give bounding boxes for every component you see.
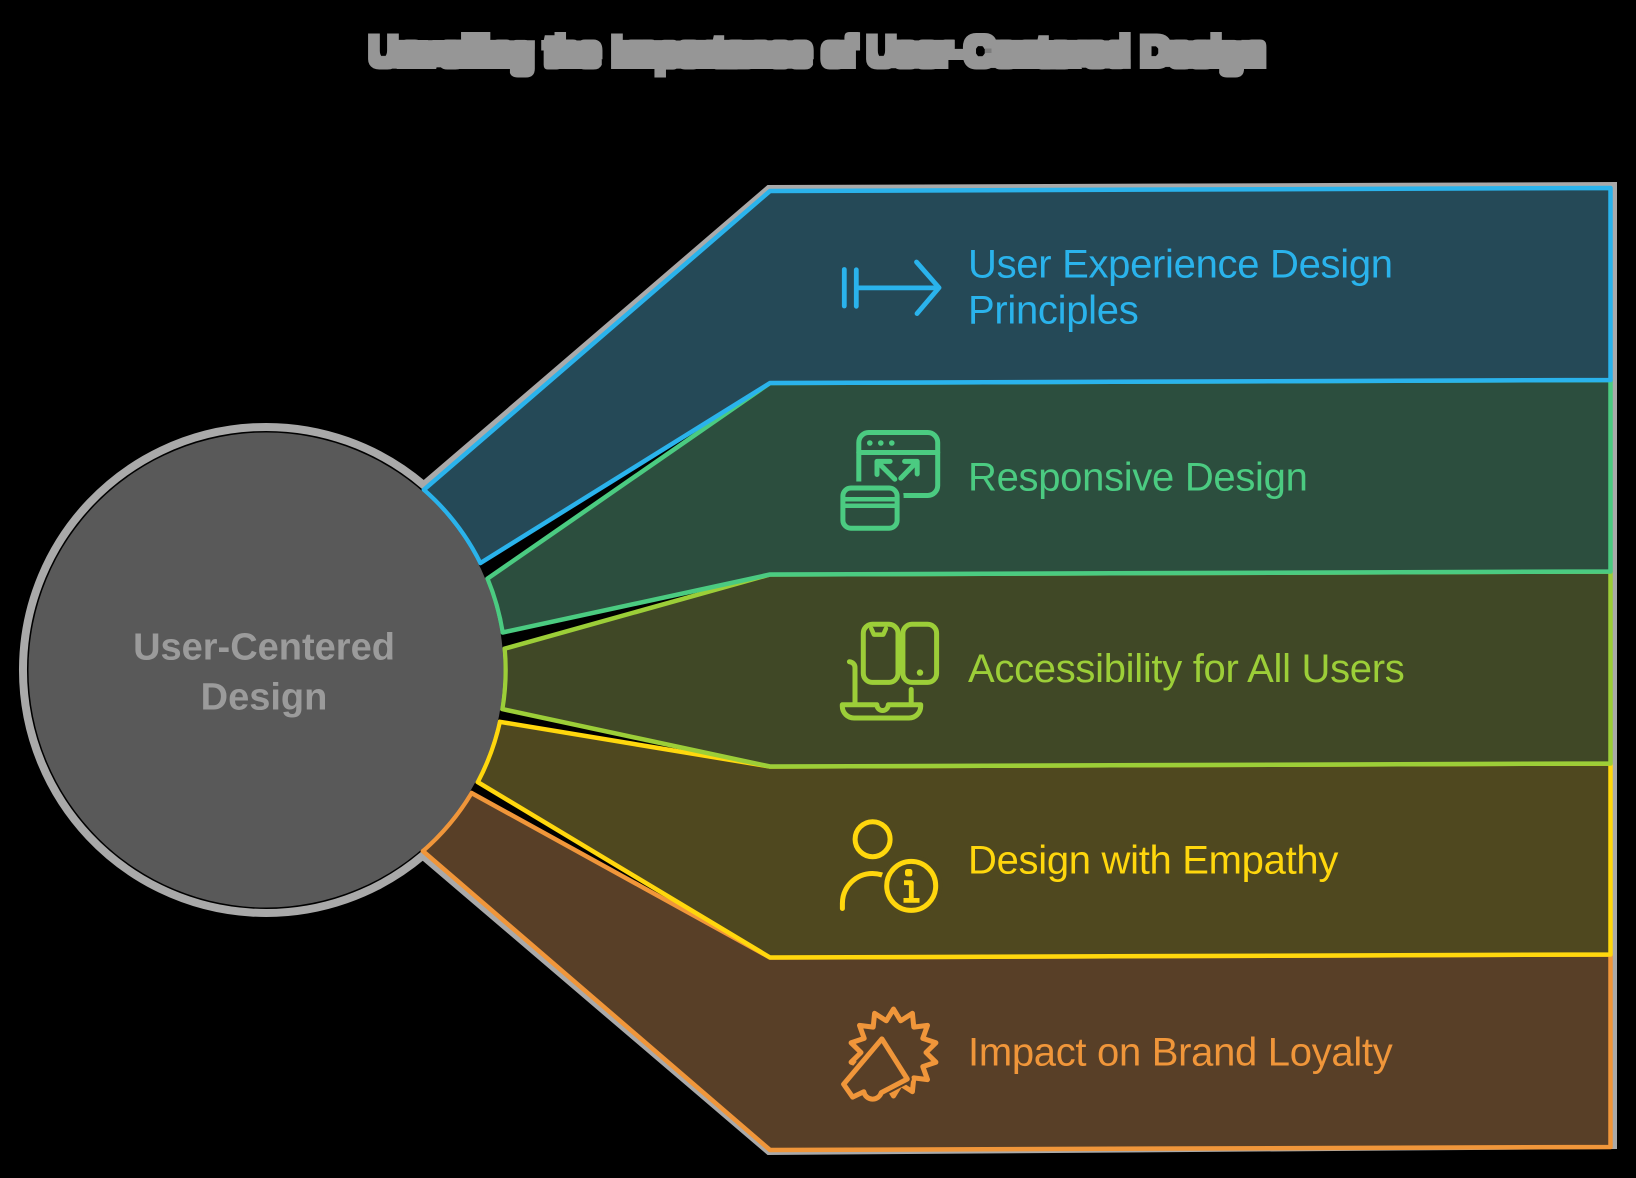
center-label: Design <box>201 677 328 719</box>
card-stripe <box>842 497 898 509</box>
laptop-tray <box>839 702 924 721</box>
tablet-button-dot <box>916 669 924 676</box>
branch-label: Accessibility for All Users <box>968 647 1404 691</box>
person-info-icon <box>839 819 943 917</box>
branch-user-experience-design-principles: User Experience Design Principles <box>421 185 1613 566</box>
browser-dot <box>867 440 873 446</box>
branch-shape <box>421 185 1613 566</box>
info-i-stem <box>903 880 920 903</box>
central-circle <box>28 432 504 908</box>
expand-arrow-up-left <box>874 458 898 482</box>
info-i-dot <box>905 869 913 877</box>
branch-impact-on-brand-loyalty: Impact on Brand Loyalty <box>420 790 1613 1153</box>
devices-icon <box>839 621 940 721</box>
expand-arrow-up-right <box>898 458 920 481</box>
branch-label: Responsive Design <box>968 455 1308 499</box>
diagram-title: Unveiling the Importance of User-Centere… <box>369 30 1265 74</box>
phone-notch <box>869 626 889 637</box>
branch-label: User Experience Design <box>968 243 1393 287</box>
card <box>840 485 900 531</box>
browser-dot <box>878 440 884 446</box>
arrow-head <box>914 259 942 316</box>
branch-shape <box>420 790 1613 1153</box>
phone <box>860 621 901 685</box>
branch-label: Design with Empathy <box>968 839 1338 883</box>
browser-dot <box>889 440 895 446</box>
badge-starburst <box>848 1006 939 1099</box>
branch-accessibility-for-all-users: Accessibility for All Users <box>500 569 1613 769</box>
branch-design-with-empathy: Design with Empathy <box>475 719 1613 960</box>
megaphone-outline <box>841 1036 910 1102</box>
card-knockout <box>836 481 904 535</box>
megaphone-badge-icon <box>839 1006 939 1104</box>
info-circle <box>884 858 939 913</box>
branch-label: Impact on Brand Loyalty <box>968 1031 1393 1075</box>
tablet <box>900 621 940 685</box>
branch-label: Principles <box>968 289 1138 333</box>
center-label: User-Centered <box>133 627 395 669</box>
group-outline-halo <box>18 181 1617 1156</box>
laptop-screen-edge <box>846 659 858 706</box>
responsive-layout-icon <box>836 430 941 535</box>
center-node: User-Centered Design <box>28 432 504 908</box>
skip-arrow-icon <box>841 259 942 316</box>
person-head <box>852 819 893 860</box>
